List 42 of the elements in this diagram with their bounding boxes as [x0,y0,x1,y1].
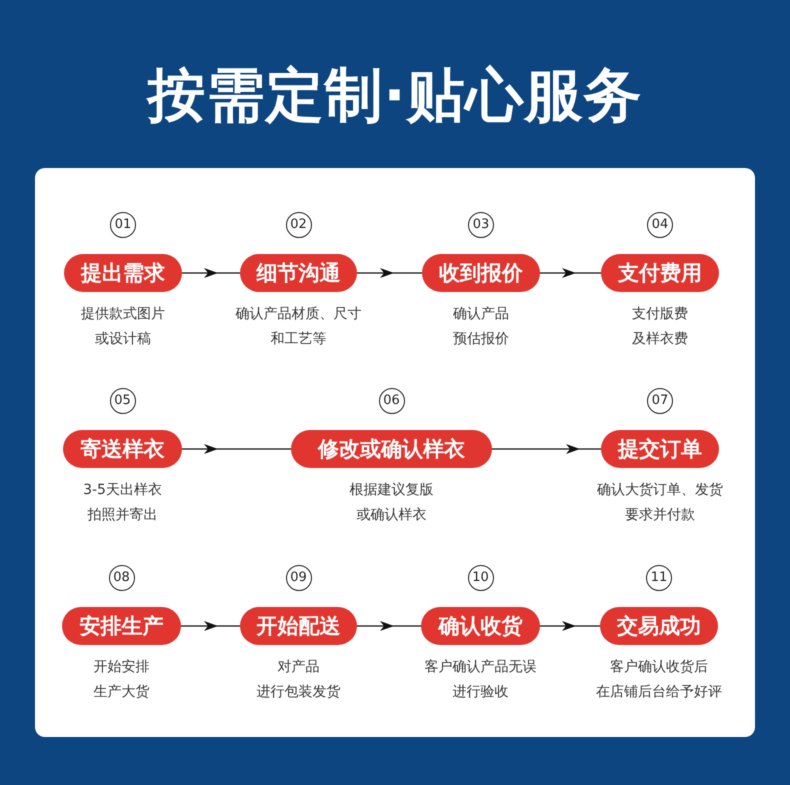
page-title: 按需定制·贴心服务 [147,60,643,131]
step-description: 根据建议复版或确认样衣 [350,481,434,525]
step-number: 06 [378,388,404,414]
step-number: 11 [646,565,672,591]
step-pill: 提交订单 [601,430,719,468]
step-pill: 确认收货 [421,607,540,645]
step-number: 09 [286,565,312,591]
step-description: 提供款式图片或设计稿 [81,305,165,349]
step-number: 02 [286,212,312,238]
step-number: 05 [110,388,136,414]
step-number: 03 [468,212,494,238]
step-number: 10 [468,565,494,591]
arrow [182,268,240,278]
step-description: 开始安排生产大货 [94,658,150,702]
step-description: 支付版费及样衣费 [632,305,688,349]
step-description: 确认产品材质、尺寸和工艺等 [236,305,362,349]
step-pill: 开始配送 [240,607,357,645]
step-pill: 支付费用 [601,254,719,292]
step-description: 客户确认收货后在店铺后台给予好评 [596,658,722,702]
arrow [182,444,291,454]
step-description: 对产品进行包装发货 [256,658,340,702]
step-pill: 提出需求 [64,254,182,292]
step-description: 确认大货订单、发货要求并付款 [597,481,723,525]
arrow [540,268,601,278]
step-pill: 安排生产 [62,607,181,645]
step-pill: 修改或确认样衣 [291,430,492,468]
step-description: 3-5天出样衣拍照并寄出 [83,481,162,525]
step-pill: 收到报价 [422,254,540,292]
step-pill: 细节沟通 [240,254,357,292]
step-number: 08 [108,565,134,591]
step-description: 确认产品预估报价 [453,305,509,349]
arrow [357,621,421,631]
arrow [181,621,240,631]
step-pill: 寄送样衣 [63,430,182,468]
step-number: 07 [647,388,673,414]
step-number: 04 [647,212,673,238]
step-description: 客户确认产品无误进行验收 [424,658,536,702]
arrow [357,268,422,278]
arrow [540,621,600,631]
arrow [492,444,601,454]
step-number: 01 [110,212,136,238]
step-pill: 交易成功 [600,607,718,645]
